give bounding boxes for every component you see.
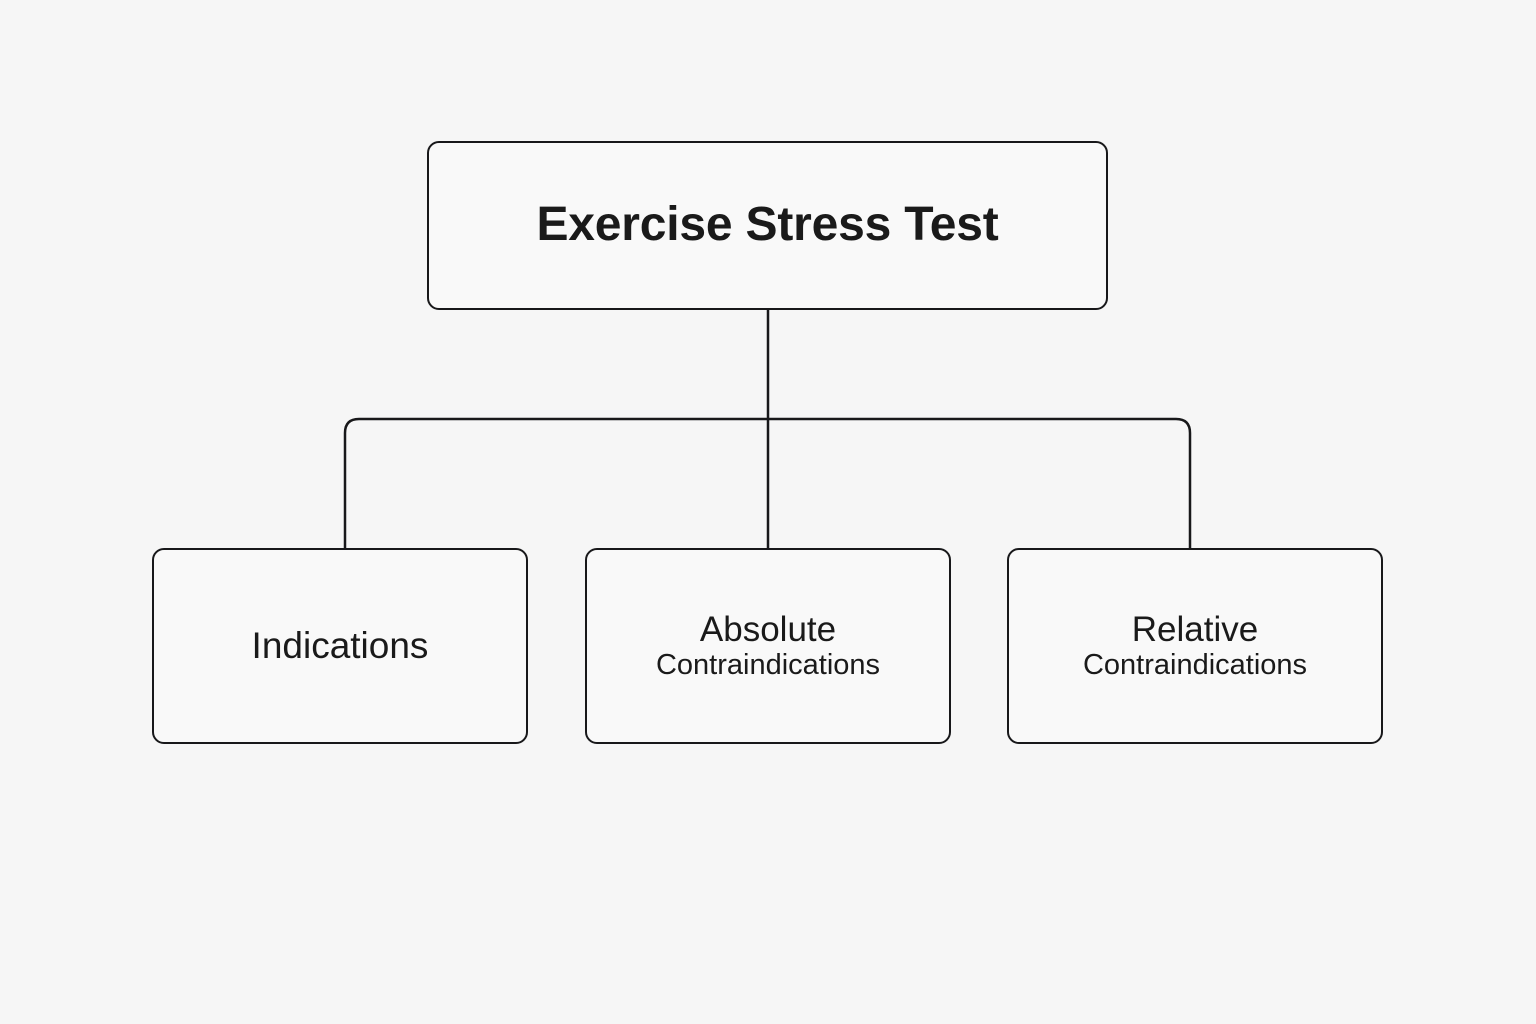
connector-bus-left	[343, 417, 768, 548]
node-root[interactable]: Exercise Stress Test	[427, 141, 1108, 310]
node-absolute-label-line1: Absolute	[699, 610, 837, 650]
node-relative-contraindications[interactable]: Relative Contraindications	[1007, 548, 1383, 744]
node-absolute-contraindications[interactable]: Absolute Contraindications	[585, 548, 951, 744]
connector-bus-right	[768, 417, 1192, 548]
node-root-label: Exercise Stress Test	[536, 198, 999, 252]
node-indications-label: Indications	[251, 624, 429, 666]
node-relative-label-line1: Relative	[1131, 610, 1259, 650]
node-relative-label-line2: Contraindications	[1082, 649, 1308, 682]
node-absolute-label-line2: Contraindications	[655, 649, 881, 682]
node-indications[interactable]: Indications	[152, 548, 528, 744]
